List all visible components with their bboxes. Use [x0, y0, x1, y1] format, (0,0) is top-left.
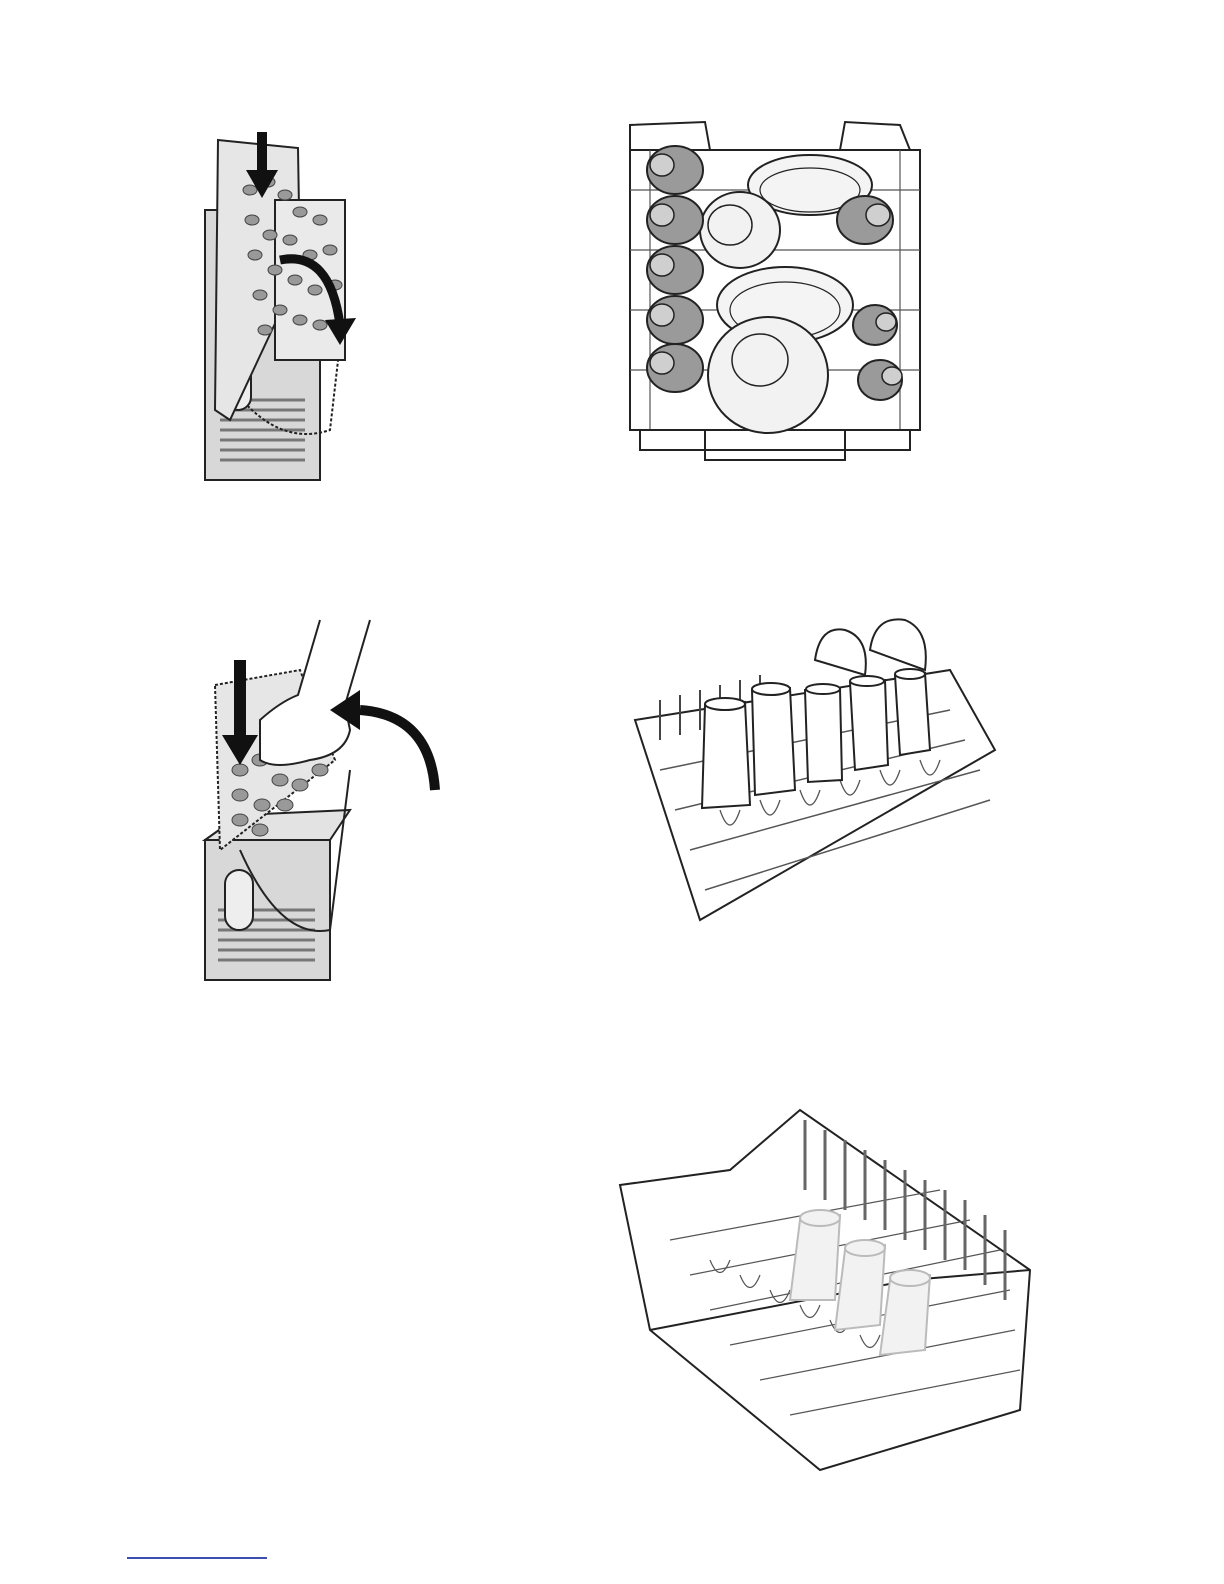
dish-rack-with-plates-and-cups-illustration — [610, 110, 940, 470]
cutlery-basket-closing-illustration — [180, 120, 380, 490]
wire-rack-with-glasses-illustration — [620, 610, 1010, 940]
basket-with-glass-holders-illustration — [610, 1100, 1050, 1480]
hand-opening-basket-lid-illustration — [180, 610, 450, 990]
footer-rule — [127, 1557, 267, 1559]
